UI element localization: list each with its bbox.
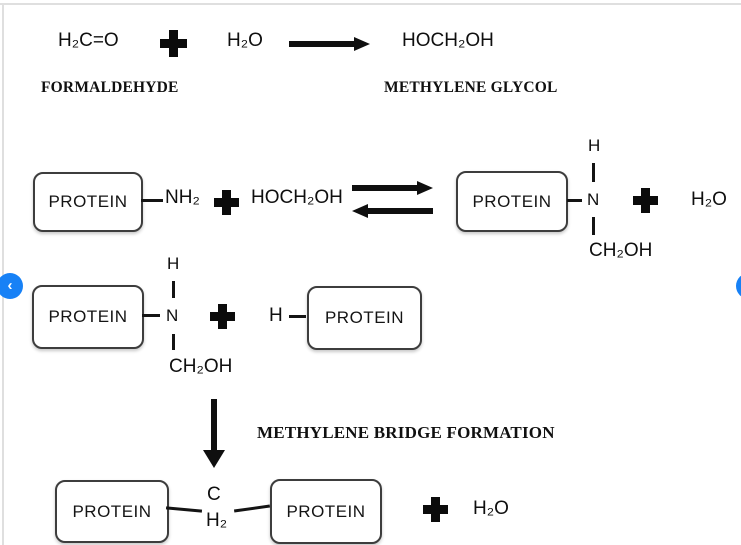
protein-box-3: PROTEIN	[32, 285, 144, 349]
ch2oh-formula-2: CH₂OH	[589, 240, 653, 261]
carousel-prev-button[interactable]: ‹	[0, 273, 23, 299]
vertical-bond-line-2	[592, 217, 595, 235]
chevron-left-icon: ‹	[7, 276, 13, 294]
equilibrium-reverse-arrow-icon	[352, 204, 433, 218]
water-formula-1: H₂O	[227, 30, 263, 51]
h2-label: H₂	[206, 510, 228, 531]
formaldehyde-formula: H₂C=O	[58, 30, 119, 51]
nitrogen-label-3: N	[166, 306, 179, 325]
protein-box-1: PROTEIN	[33, 172, 143, 232]
arrow-shaft	[289, 41, 355, 47]
amine-formula: NH₂	[165, 187, 200, 208]
plus-icon-3	[633, 188, 658, 213]
methylene-glycol-label: METHYLENE GLYCOL	[384, 79, 558, 96]
vertical-bond-line-1	[592, 163, 595, 182]
protein-box-label: PROTEIN	[324, 308, 405, 327]
protein-box-label: PROTEIN	[286, 501, 366, 521]
nitrogen-label-2: N	[587, 190, 600, 209]
arrow-shaft	[367, 208, 433, 214]
arrow-shaft	[211, 399, 217, 452]
arrow-head	[203, 450, 225, 468]
protein-box-2: PROTEIN	[456, 171, 568, 232]
ch2oh-formula-3: CH₂OH	[169, 356, 233, 377]
down-arrow-icon	[203, 399, 225, 469]
hydrogen-label-2: H	[588, 136, 601, 155]
protein-box-label: PROTEIN	[472, 191, 552, 211]
water-formula-2: H₂O	[691, 189, 727, 210]
protein-box-label: PROTEIN	[48, 192, 128, 211]
carbon-label: C	[207, 484, 221, 505]
carousel-next-button[interactable]: ›	[736, 273, 741, 299]
protein-box-label: PROTEIN	[72, 501, 152, 521]
vertical-bond-line-3	[172, 281, 175, 298]
protein-box-4: PROTEIN	[307, 286, 422, 350]
bond-line-3	[142, 314, 160, 317]
protein-box-6: PROTEIN	[270, 479, 382, 544]
vertical-bond-line-4	[172, 334, 175, 350]
protein-box-5: PROTEIN	[55, 480, 169, 543]
arrow-head	[354, 37, 370, 51]
water-formula-3: H₂O	[473, 498, 509, 519]
methylene-bridge-label: METHYLENE BRIDGE FORMATION	[257, 423, 555, 442]
forward-arrow-icon	[289, 36, 370, 52]
bond-line-1	[141, 199, 163, 202]
protein-box-label: PROTEIN	[48, 307, 128, 326]
equilibrium-forward-arrow-icon	[352, 181, 433, 195]
top-border-line	[0, 3, 741, 5]
bond-line-4	[289, 315, 306, 318]
bond-line-2	[567, 199, 582, 202]
bond-line-6	[233, 504, 271, 513]
methylene-glycol-formula: HOCH₂OH	[402, 30, 494, 51]
arrow-shaft	[352, 185, 418, 191]
arrow-head	[352, 204, 368, 218]
hydrogen-label-4: H	[269, 305, 283, 326]
plus-icon-2	[214, 190, 239, 215]
glycol-formula: HOCH₂OH	[251, 187, 343, 208]
plus-icon-1	[160, 30, 187, 57]
hydrogen-label-3: H	[167, 254, 180, 273]
plus-icon-5	[423, 497, 448, 522]
formaldehyde-label: FORMALDEHYDE	[41, 79, 179, 96]
bond-line-5	[165, 506, 203, 513]
plus-icon-4	[210, 304, 235, 329]
arrow-head	[417, 181, 433, 195]
